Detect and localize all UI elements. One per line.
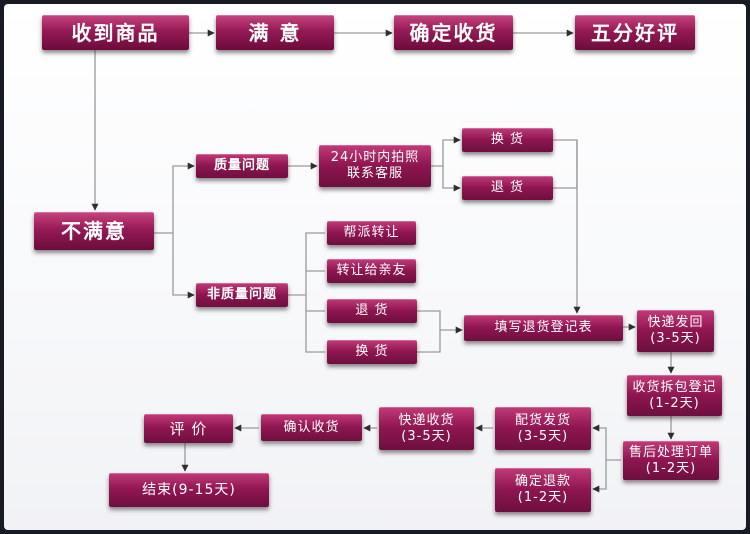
node-aftersales-order-line1: 售后处理订单 [628,444,713,460]
node-aftersales-order-line2: (1-2天) [645,460,697,476]
node-confirm-receipt: 确认收货 [261,414,362,441]
node-satisfied-label: 满 意 [248,20,302,45]
arrow-aftersales-to-dispatch [592,424,621,461]
node-aftersales-order: 售后处理订单 (1-2天) [623,441,719,480]
node-received: 收到商品 [42,15,189,50]
arrow-aftersales-to-refund [592,460,607,493]
bracket-exchange-return [553,139,578,189]
node-express-receive-line1: 快递收货 [398,412,455,428]
node-fill-return-form-label: 填写退货登记表 [494,320,593,335]
node-express-back-line1: 快递发回 [647,315,704,330]
arrow-unsatisfied-to-quality [154,162,195,234]
arrow-photo-to-exchange [431,136,461,167]
node-exchange-a-label: 换 货 [490,132,525,147]
node-return-a-label: 退 货 [490,180,525,195]
node-quality-issue-label: 质量问题 [213,158,270,173]
node-express-back: 快递发回 (3-5天) [637,310,714,352]
node-end: 结束(9-15天) [109,473,269,507]
node-review: 评 价 [144,414,233,443]
node-express-receive: 快递收货 (3-5天) [379,407,474,450]
node-review-label: 评 价 [169,419,208,438]
node-non-quality-issue-label: 非质量问题 [206,287,277,302]
node-help-resell: 帮派转让 [327,221,416,245]
node-return-b: 退 货 [327,299,417,323]
node-non-quality-issue: 非质量问题 [196,283,288,307]
node-confirm-receipt-label: 确认收货 [283,419,340,435]
node-return-b-label: 退 货 [355,303,389,318]
node-exchange-b: 换 货 [327,340,417,364]
bracket-nonquality-options [305,232,325,353]
node-five-star: 五分好评 [575,15,695,50]
node-unsatisfied: 不满意 [34,212,154,250]
node-unpack-register: 收货拆包登记 (1-2天) [627,375,722,416]
arrow-unsatisfied-to-nonquality [172,233,195,299]
node-transfer-friends-label: 转让给亲友 [336,263,407,278]
node-end-label: 结束(9-15天) [142,482,236,498]
node-unpack-register-line1: 收货拆包登记 [632,379,717,395]
node-refund: 确定退款 (1-2天) [495,468,591,512]
arrow-photo-to-return [442,166,461,192]
node-satisfied: 满 意 [216,15,334,50]
node-fill-return-form: 填写退货登记表 [464,315,623,341]
node-express-back-line2: (3-5天) [650,331,701,346]
node-unpack-register-line2: (1-2天) [649,395,700,411]
node-confirm-receipt-top-label: 确定收货 [409,20,498,45]
node-dispatch-line2: (3-5天) [517,428,569,444]
node-express-receive-line2: (3-5天) [401,428,452,444]
node-quality-issue: 质量问题 [196,154,288,178]
bracket-return-exchange-b [417,310,441,353]
node-dispatch: 配货发货 (3-5天) [495,407,591,450]
node-return-a: 退 货 [462,176,553,200]
node-unsatisfied-label: 不满意 [61,219,127,243]
node-exchange-a: 换 货 [462,128,553,152]
node-photo-24h-line1: 24小时内拍照 [330,150,420,165]
node-refund-line1: 确定退款 [514,474,571,489]
node-transfer-friends: 转让给亲友 [327,259,416,283]
node-refund-line2: (1-2天) [517,490,569,505]
node-dispatch-line1: 配货发货 [514,412,571,428]
node-exchange-b-label: 换 货 [355,344,389,359]
node-received-label: 收到商品 [71,20,160,45]
node-photo-24h: 24小时内拍照 联系客服 [319,145,431,187]
node-five-star-label: 五分好评 [591,20,679,45]
node-photo-24h-line2: 联系客服 [346,166,403,181]
node-confirm-receipt-top: 确定收货 [394,15,513,50]
node-help-resell-label: 帮派转让 [343,225,400,240]
